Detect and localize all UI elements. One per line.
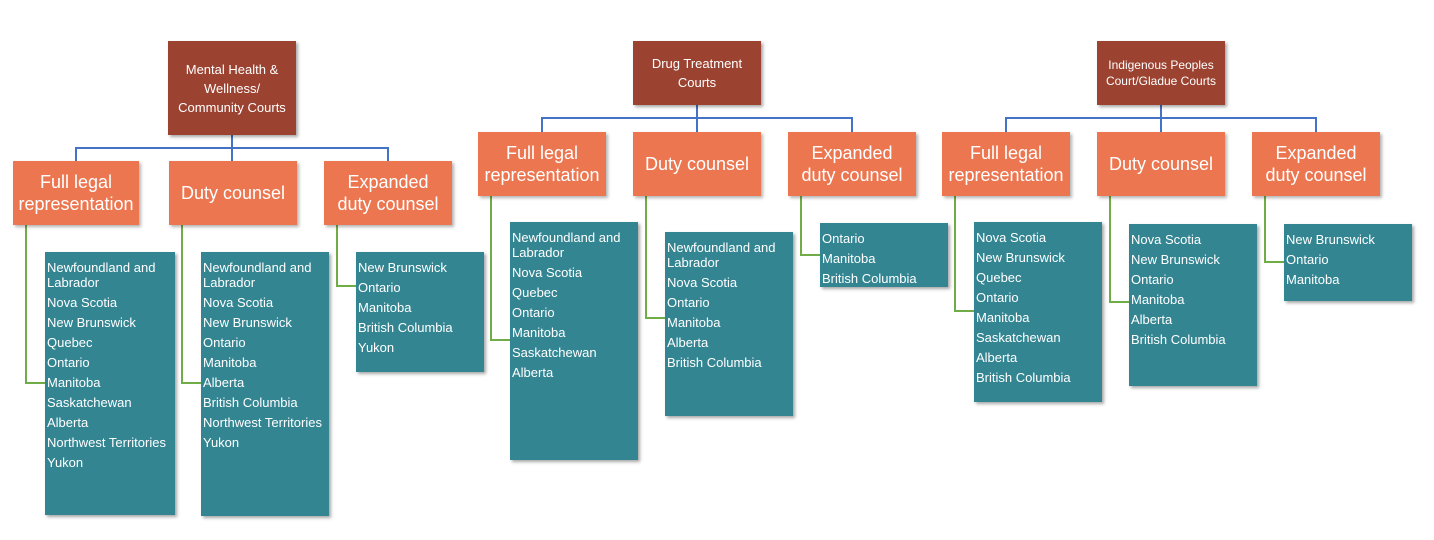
province-item: Yukon (358, 340, 395, 355)
province-item: Ontario (512, 305, 555, 320)
province-item: New Brunswick (203, 315, 292, 330)
province-item: Nova Scotia (203, 295, 274, 310)
province-item: Quebec (512, 285, 558, 300)
province-list: New Brunswick Ontario Manitoba British C… (356, 252, 484, 372)
province-item: Saskatchewan (47, 395, 132, 410)
category-expanded-duty-counsel: Expanded duty counsel (324, 161, 452, 225)
province-list: Newfoundland and Labrador Nova Scotia Ne… (45, 252, 175, 515)
province-item: Ontario (1286, 252, 1329, 267)
province-item: Newfoundland and Labrador (47, 260, 156, 290)
province-list: Nova Scotia New Brunswick Quebec Ontario… (974, 222, 1102, 402)
province-item: Nova Scotia (1131, 232, 1202, 247)
province-item: Nova Scotia (667, 275, 738, 290)
province-item: Ontario (667, 295, 710, 310)
province-item: Manitoba (1286, 272, 1340, 287)
province-item: Ontario (976, 290, 1019, 305)
province-list: Newfoundland and Labrador Nova Scotia Ne… (201, 252, 329, 516)
category-duty-counsel: Duty counsel (1097, 132, 1225, 196)
province-item: Yukon (47, 455, 84, 470)
province-item: British Columbia (822, 271, 917, 286)
province-item: Ontario (47, 355, 90, 370)
province-item: Alberta (667, 335, 709, 350)
province-item: Alberta (203, 375, 245, 390)
list-connector (490, 196, 510, 341)
province-item: New Brunswick (1131, 252, 1220, 267)
province-item: Nova Scotia (512, 265, 583, 280)
province-item: Ontario (203, 335, 246, 350)
list-connector (645, 196, 665, 319)
province-item: British Columbia (203, 395, 298, 410)
province-item: Manitoba (47, 375, 101, 390)
root-node-indigenous-peoples-courts: Indigenous Peoples Court/Gladue Courts (1097, 41, 1225, 105)
list-connector (1264, 196, 1284, 263)
province-list: Nova Scotia New Brunswick Ontario Manito… (1129, 224, 1257, 386)
province-item: Manitoba (512, 325, 566, 340)
province-item: New Brunswick (976, 250, 1065, 265)
province-item: New Brunswick (358, 260, 447, 275)
province-item: Newfoundland and Labrador (512, 230, 621, 260)
province-item: New Brunswick (1286, 232, 1375, 247)
province-item: Ontario (358, 280, 401, 295)
province-item: Yukon (203, 435, 240, 450)
province-item: Alberta (512, 365, 554, 380)
list-connector (25, 225, 45, 384)
category-full-legal-representation: Full legal representation (478, 132, 606, 196)
province-item: Nova Scotia (47, 295, 118, 310)
province-item: Saskatchewan (976, 330, 1061, 345)
root-node-mental-health-courts: Mental Health & Wellness/ Community Cour… (168, 41, 296, 135)
province-list: Newfoundland and Labrador Nova Scotia Qu… (510, 222, 638, 460)
category-duty-counsel: Duty counsel (169, 161, 297, 225)
province-item: British Columbia (358, 320, 453, 335)
province-item: Manitoba (203, 355, 257, 370)
list-connector (336, 225, 356, 287)
province-item: Quebec (47, 335, 93, 350)
province-item: Manitoba (667, 315, 721, 330)
province-list: Ontario Manitoba British Columbia (820, 223, 948, 287)
category-full-legal-representation: Full legal representation (13, 161, 139, 225)
province-item: Newfoundland and Labrador (203, 260, 312, 290)
province-item: Alberta (1131, 312, 1173, 327)
province-item: Manitoba (822, 251, 876, 266)
province-item: Saskatchewan (512, 345, 597, 360)
province-item: Alberta (47, 415, 89, 430)
list-connector (1109, 196, 1129, 303)
province-item: Nova Scotia (976, 230, 1047, 245)
list-connector (800, 196, 820, 256)
category-duty-counsel: Duty counsel (633, 132, 761, 196)
province-item: British Columbia (976, 370, 1071, 385)
list-connector (954, 196, 974, 312)
root-node-drug-treatment-courts: Drug Treatment Courts (633, 41, 761, 105)
province-item: Northwest Territories (203, 415, 322, 430)
province-item: Alberta (976, 350, 1018, 365)
category-expanded-duty-counsel: Expanded duty counsel (788, 132, 916, 196)
province-item: Manitoba (1131, 292, 1185, 307)
province-item: Ontario (1131, 272, 1174, 287)
province-item: New Brunswick (47, 315, 136, 330)
category-expanded-duty-counsel: Expanded duty counsel (1252, 132, 1380, 196)
province-item: Manitoba (976, 310, 1030, 325)
category-full-legal-representation: Full legal representation (942, 132, 1070, 196)
province-item: Manitoba (358, 300, 412, 315)
province-list: New Brunswick Ontario Manitoba (1284, 224, 1412, 301)
province-item: British Columbia (1131, 332, 1226, 347)
province-item: Ontario (822, 231, 865, 246)
province-item: Newfoundland and Labrador (667, 240, 776, 270)
province-list: Newfoundland and Labrador Nova Scotia On… (665, 232, 793, 416)
list-connector (181, 225, 201, 384)
province-item: British Columbia (667, 355, 762, 370)
province-item: Quebec (976, 270, 1022, 285)
province-item: Northwest Territories (47, 435, 166, 450)
